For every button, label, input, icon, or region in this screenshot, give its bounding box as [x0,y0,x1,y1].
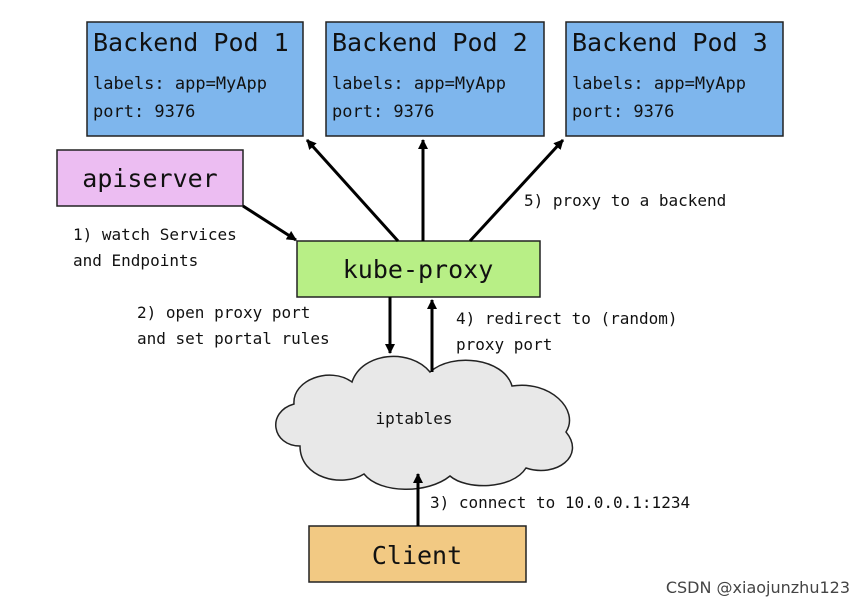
backend-pod-3-port: port: 9376 [572,102,674,122]
apiserver-node: apiserver [56,149,244,207]
edge-kube-proxy-to-pod-3 [468,138,565,243]
backend-pod-3-labels: labels: app=MyApp [572,74,746,94]
backend-pod-1-port: port: 9376 [93,102,195,122]
backend-pod-3-title: Backend Pod 3 [572,28,768,57]
client-label: Client [372,541,462,570]
client-node: Client [308,525,527,583]
step-2-label: 2) open proxy port and set portal rules [137,303,330,348]
iptables-cloud: iptables [275,355,574,490]
backend-pod-2-title: Backend Pod 2 [332,28,528,57]
step-5-label: 5) proxy to a backend [524,191,726,210]
backend-pod-3: Backend Pod 3 labels: app=MyApp port: 93… [565,21,784,137]
backend-pod-2-port: port: 9376 [332,102,434,122]
edge-apiserver-to-kube-proxy [242,204,297,242]
step-1-label: 1) watch Services and Endpoints [73,225,246,270]
csdn-watermark: CSDN @xiaojunzhu123 [665,578,850,597]
step-3-label: 3) connect to 10.0.0.1:1234 [430,493,690,512]
cloud-shape [275,355,574,490]
backend-pod-2-labels: labels: app=MyApp [332,74,506,94]
step-4-label: 4) redirect to (random) proxy port [456,309,687,354]
backend-pod-1-title: Backend Pod 1 [93,28,289,57]
edge-kube-proxy-to-pod-1 [305,138,400,243]
kube-proxy-node: kube-proxy [296,240,541,298]
backend-pod-2: Backend Pod 2 labels: app=MyApp port: 93… [325,21,545,137]
backend-pod-1-labels: labels: app=MyApp [93,74,267,94]
kube-proxy-label: kube-proxy [343,255,494,284]
apiserver-label: apiserver [82,164,217,193]
backend-pod-1: Backend Pod 1 labels: app=MyApp port: 93… [86,21,304,137]
iptables-label: iptables [375,409,452,428]
